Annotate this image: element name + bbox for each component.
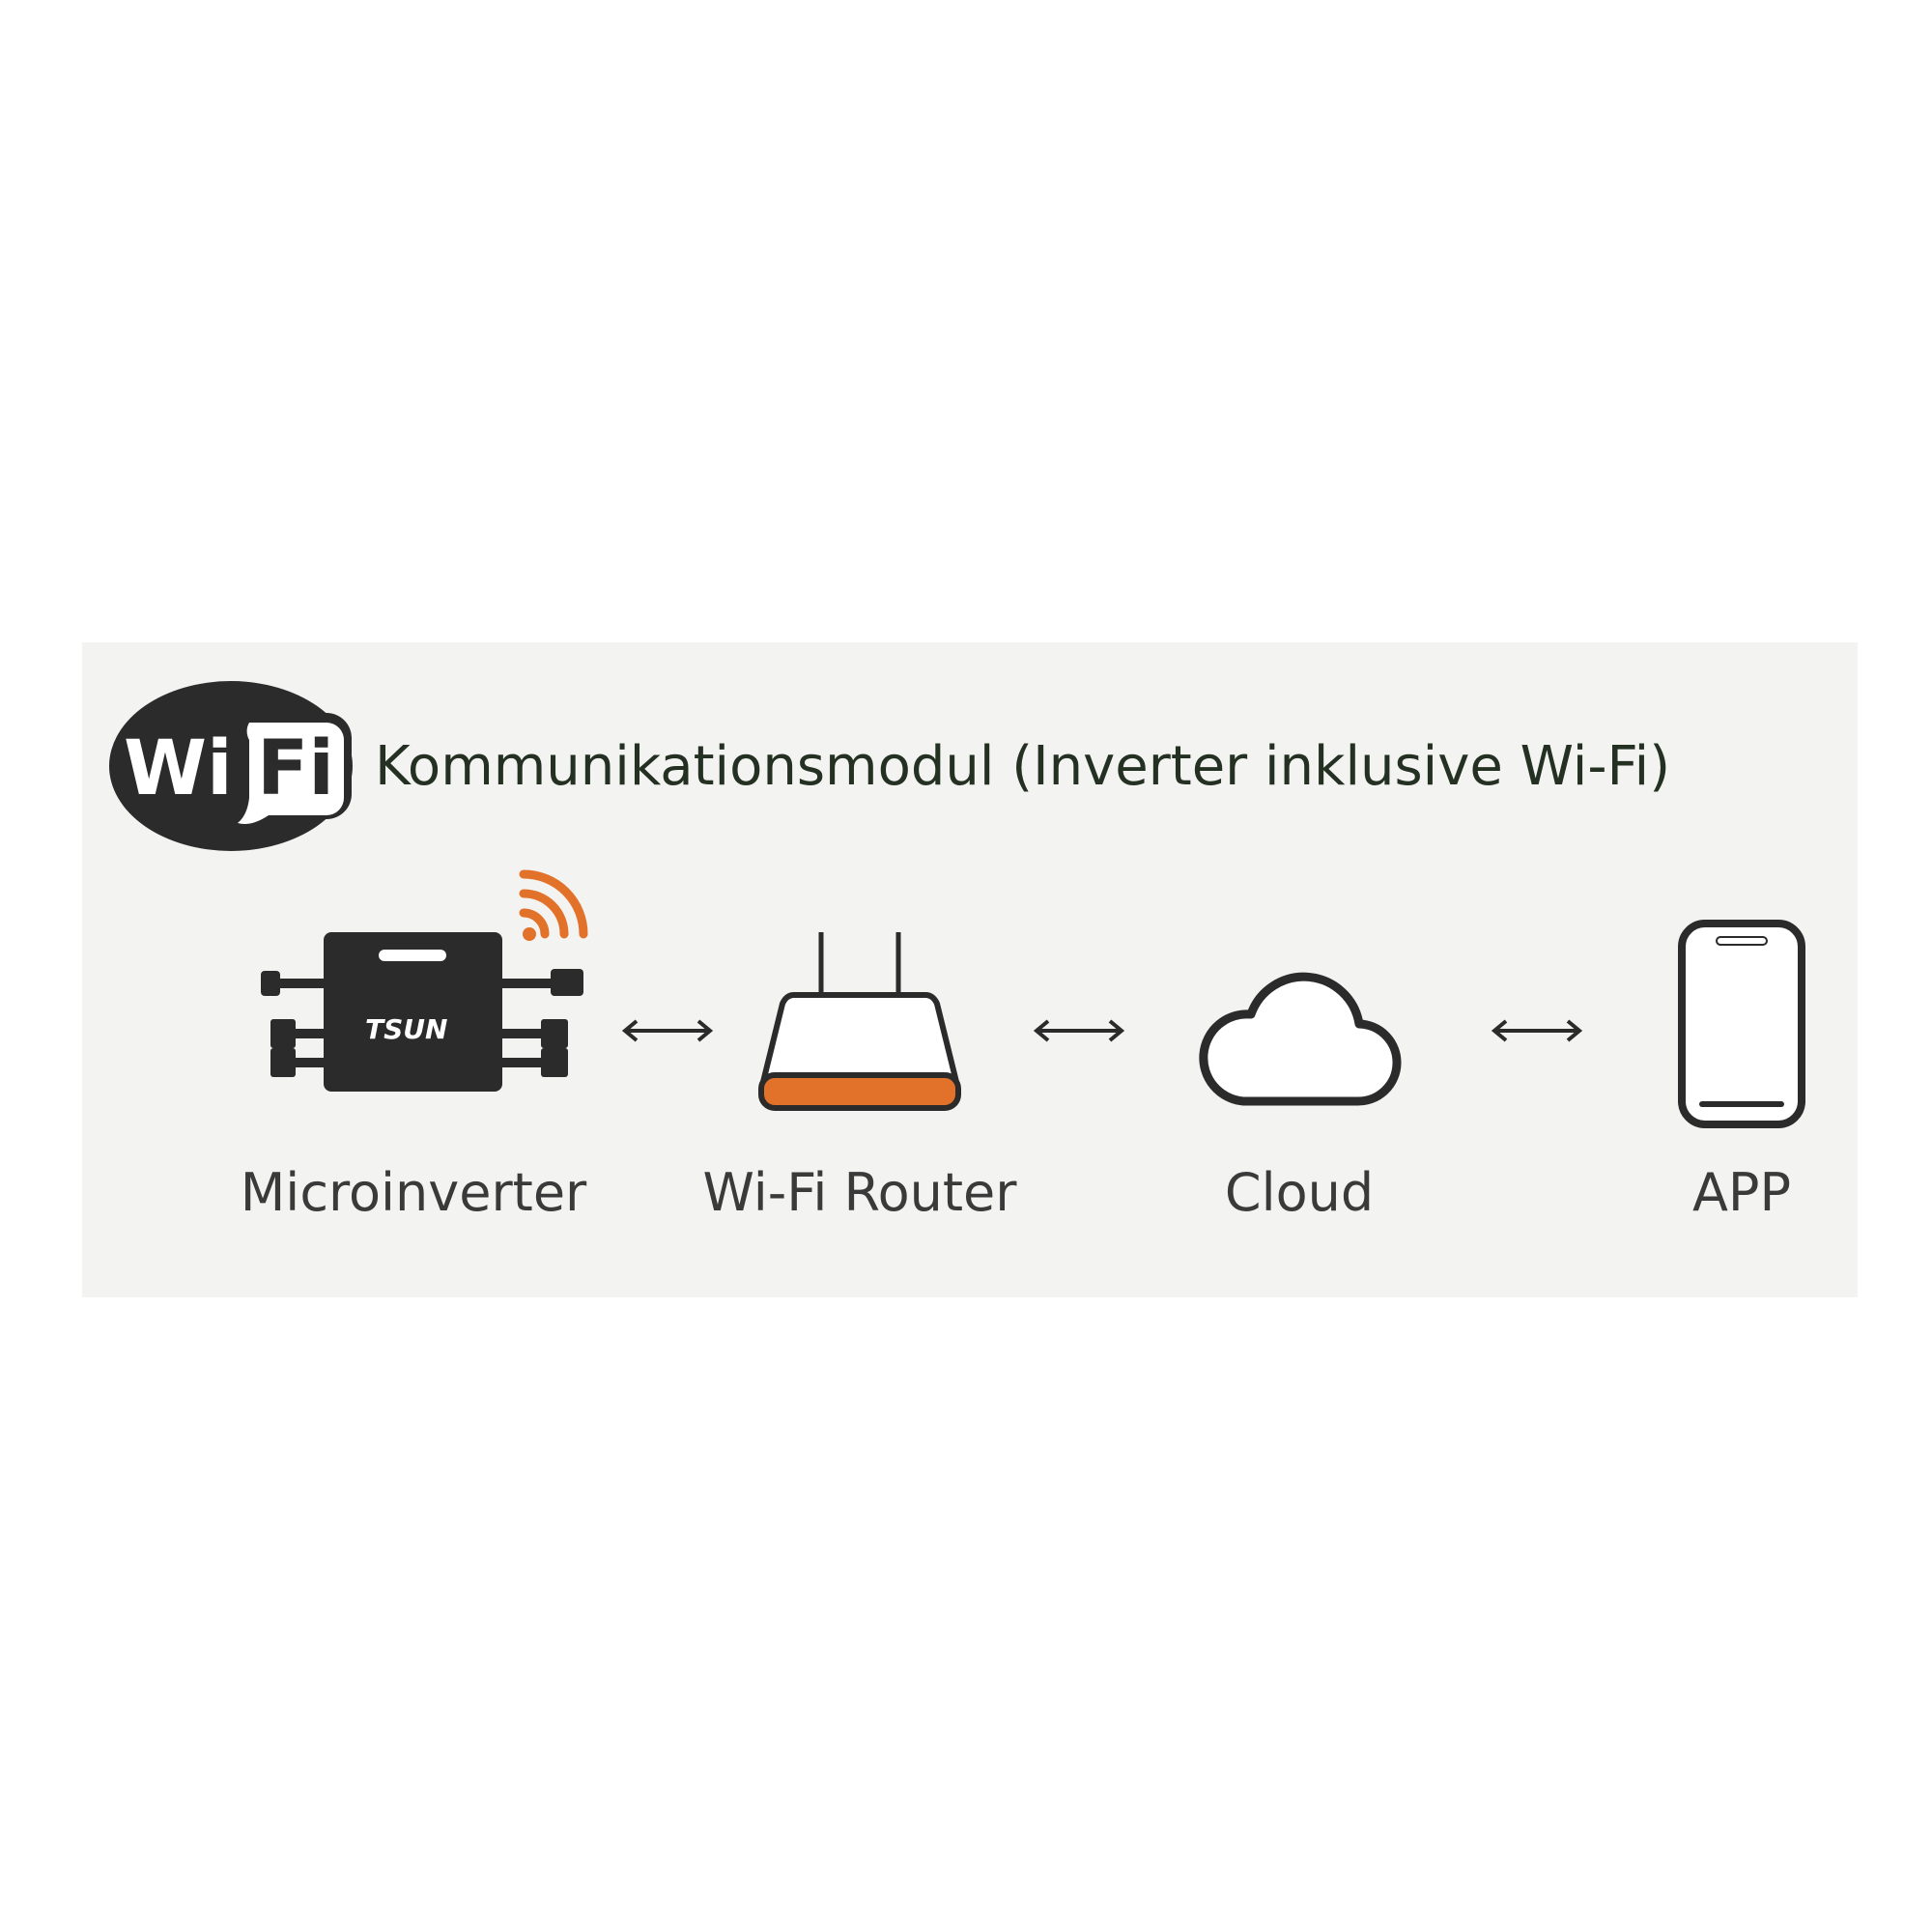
microinverter-icon: TSUN	[261, 869, 588, 1092]
bidirectional-arrow-icon	[621, 1019, 714, 1042]
label-router: Wi-Fi Router	[702, 1162, 1017, 1223]
label-app: APP	[1691, 1162, 1792, 1223]
wifi-signal-icon	[519, 869, 588, 941]
phone-icon	[1678, 920, 1805, 1128]
wifi-logo: Wi Fi	[109, 681, 353, 851]
logo-fi-text: Fi	[257, 725, 334, 812]
page-title: Kommunikationsmodul (Inverter inklusive …	[375, 735, 1671, 798]
router-icon	[758, 932, 961, 1111]
bidirectional-arrow-icon	[1033, 1019, 1125, 1042]
cloud-icon	[1199, 972, 1402, 1106]
bidirectional-arrow-icon	[1491, 1019, 1583, 1042]
label-cloud: Cloud	[1224, 1162, 1375, 1223]
logo-wi-text: Wi	[124, 725, 233, 812]
label-microinverter: Microinverter	[240, 1162, 587, 1223]
brand-label: TSUN	[365, 1013, 447, 1045]
